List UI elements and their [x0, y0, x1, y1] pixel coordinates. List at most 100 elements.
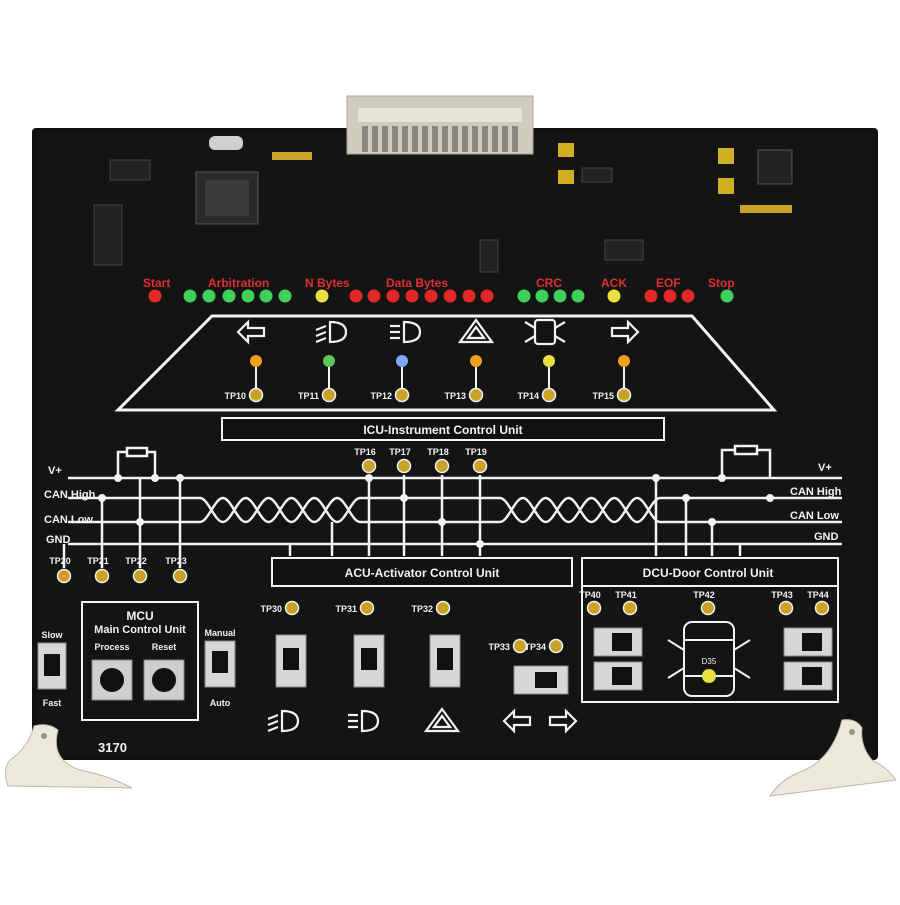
test-point[interactable] — [616, 387, 632, 403]
frame-led — [553, 289, 567, 303]
test-point-label: TP21 — [87, 556, 109, 566]
frame-led — [405, 289, 419, 303]
board-model: 3170 — [98, 740, 127, 755]
test-point[interactable] — [394, 387, 410, 403]
frame-led — [607, 289, 621, 303]
test-point[interactable] — [361, 458, 377, 474]
dcu-switch-4[interactable] — [783, 661, 833, 691]
icu-led — [470, 355, 482, 367]
icu-led — [323, 355, 335, 367]
test-point-label: TP44 — [807, 590, 829, 600]
can-bus — [62, 444, 842, 568]
frame-led — [424, 289, 438, 303]
test-point[interactable] — [172, 568, 188, 584]
frame-led — [462, 289, 476, 303]
test-point-label: TP16 — [354, 447, 376, 457]
door-open-icon — [524, 318, 566, 346]
frame-led — [517, 289, 531, 303]
bus-label-can-high-right: CAN High — [790, 486, 842, 498]
dcu-led-label: D35 — [702, 657, 717, 666]
test-point[interactable] — [512, 638, 528, 654]
dcu-switch-3[interactable] — [783, 627, 833, 657]
acu-label: ACU-Activator Control Unit — [345, 566, 500, 580]
frame-led — [681, 289, 695, 303]
right-arrow-icon — [610, 319, 640, 345]
test-point[interactable] — [814, 600, 830, 616]
bus-label-can-low-left: CAN Low — [44, 514, 93, 526]
test-point[interactable] — [700, 600, 716, 616]
test-point-label: TP17 — [389, 447, 411, 457]
components — [93, 136, 793, 273]
frame-led — [183, 289, 197, 303]
mode-switch[interactable] — [204, 640, 236, 688]
test-point-label: TP13 — [444, 391, 466, 401]
test-point[interactable] — [284, 600, 300, 616]
acu-switch-2[interactable] — [353, 634, 385, 688]
icu-label: ICU-Instrument Control Unit — [363, 423, 522, 437]
test-point[interactable] — [321, 387, 337, 403]
test-point[interactable] — [586, 600, 602, 616]
bus-labels: V+ CAN High CAN Low GND V+ CAN High CAN … — [44, 462, 842, 546]
mcu-box — [81, 601, 199, 721]
test-point[interactable] — [132, 568, 148, 584]
car-door-icon — [667, 621, 751, 697]
dcu-switch-2[interactable] — [593, 661, 643, 691]
bus-nodes — [98, 474, 774, 548]
test-point[interactable] — [359, 600, 375, 616]
frame-label-stop: Stop — [708, 276, 735, 290]
test-point[interactable] — [541, 387, 557, 403]
test-point[interactable] — [778, 600, 794, 616]
test-point[interactable] — [396, 458, 412, 474]
frame-led — [663, 289, 677, 303]
bus-label-gnd-left: GND — [46, 534, 71, 546]
frame-led — [148, 289, 162, 303]
bus-label-vplus-right: V+ — [818, 462, 832, 474]
test-point[interactable] — [468, 387, 484, 403]
test-point[interactable] — [56, 568, 72, 584]
test-point-label: TP42 — [693, 590, 715, 600]
test-point-label: TP43 — [771, 590, 793, 600]
test-point-label: TP41 — [615, 590, 637, 600]
icu-led — [396, 355, 408, 367]
acu-switch-turn[interactable] — [513, 665, 569, 695]
icu-led — [543, 355, 555, 367]
test-point-label: TP33 — [488, 642, 510, 652]
acu-switch-3[interactable] — [429, 634, 461, 688]
test-point[interactable] — [435, 600, 451, 616]
process-button[interactable] — [91, 659, 133, 701]
speed-switch[interactable] — [37, 642, 67, 690]
frame-led — [720, 289, 734, 303]
test-point-label: TP12 — [370, 391, 392, 401]
icu-led — [250, 355, 262, 367]
icu-icons — [236, 318, 640, 346]
bus-label-can-low-right: CAN Low — [790, 510, 839, 522]
frame-led — [202, 289, 216, 303]
test-point[interactable] — [248, 387, 264, 403]
frame-leds — [148, 289, 734, 303]
right-arrow-icon — [548, 708, 578, 734]
test-point-label: TP19 — [465, 447, 487, 457]
test-point[interactable] — [434, 458, 450, 474]
test-point[interactable] — [548, 638, 564, 654]
bus-label-can-high-left: CAN High — [44, 489, 96, 501]
acu-box — [271, 557, 573, 587]
frame-label-start: Start — [143, 276, 170, 290]
mcu-reset-label: Reset — [152, 642, 177, 652]
high-beam-icon — [390, 320, 422, 344]
frame-label-n-bytes: N Bytes — [305, 276, 350, 290]
dcu-box — [581, 557, 839, 587]
auto-label: Auto — [210, 698, 231, 708]
test-point[interactable] — [622, 600, 638, 616]
frame-label-crc: CRC — [536, 276, 562, 290]
test-point[interactable] — [472, 458, 488, 474]
acu-switch-1[interactable] — [275, 634, 307, 688]
frame-led — [259, 289, 273, 303]
dcu-switch-1[interactable] — [593, 627, 643, 657]
test-point[interactable] — [94, 568, 110, 584]
dcu-label: DCU-Door Control Unit — [643, 566, 774, 580]
frame-row: Start Arbitration N Bytes Data Bytes CRC… — [143, 276, 735, 290]
frame-label-arbitration: Arbitration — [208, 276, 269, 290]
reset-button[interactable] — [143, 659, 185, 701]
